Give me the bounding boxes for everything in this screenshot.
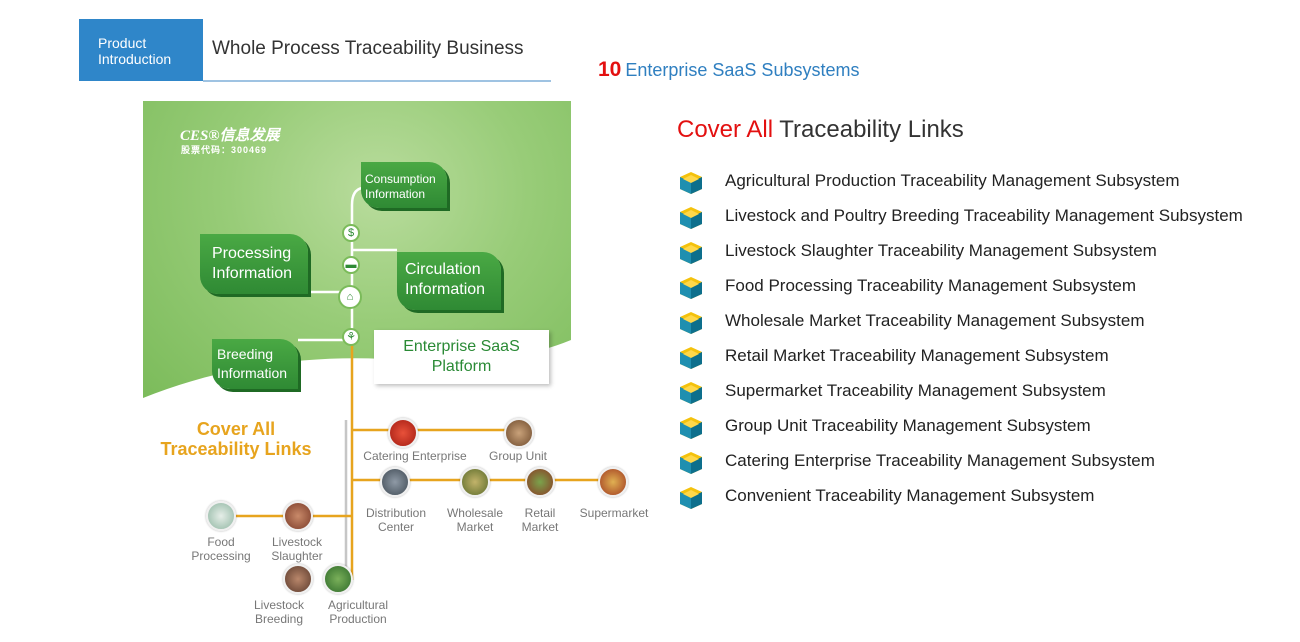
circulation-tag-line1: Circulation (405, 261, 481, 278)
wholesale-market-photo (460, 467, 490, 497)
consumption-information-tag: Consumption Information (361, 162, 447, 208)
livestock-breeding-label: Livestock Breeding (244, 598, 314, 626)
distribution-label-line1: Distribution (365, 506, 427, 520)
ces-logo: CES®信息发展 (180, 128, 280, 144)
platform-line2: Platform (431, 358, 492, 375)
platform-line1: Enterprise SaaS (403, 338, 520, 355)
subsystems-count: 10 (598, 58, 622, 81)
consumption-tag-line1: Consumption (365, 172, 436, 186)
consumption-tag-line2: Information (365, 187, 426, 201)
processing-tag-line2: Information (212, 265, 293, 282)
cover-caption-line2: Traceability Links (160, 439, 312, 459)
livestock-slaughter-photo (283, 501, 313, 531)
cube-bullet-icon (677, 380, 705, 406)
supermarket-photo (598, 467, 628, 497)
agri-label-line2: Production (329, 612, 387, 626)
group-unit-photo (504, 418, 534, 448)
livestock-breeding-photo (283, 564, 313, 594)
cover-all-links-caption: Cover All Traceability Links (156, 419, 316, 459)
cover-all-heading: Cover All Traceability Links (677, 116, 964, 144)
subsystem-name: Livestock Slaughter Traceability Managem… (725, 241, 1157, 260)
catering-enterprise-photo (388, 418, 418, 448)
heading-rest: Traceability Links (779, 116, 964, 143)
slaughter-label-line2: Slaughter (271, 549, 323, 563)
subsystem-name: Convenient Traceability Management Subsy… (725, 486, 1095, 505)
subsystem-name: Group Unit Traceability Management Subsy… (725, 416, 1091, 435)
food-processing-label-line2: Processing (191, 549, 251, 563)
cube-bullet-icon (677, 205, 705, 231)
agricultural-production-label: Agricultural Production (318, 598, 398, 626)
distribution-center-photo (380, 467, 410, 497)
subsystem-name: Catering Enterprise Traceability Managem… (725, 451, 1155, 470)
cube-bullet-icon (677, 275, 705, 301)
truck-icon: ▬ (342, 256, 360, 274)
circulation-information-tag: Circulation Information (397, 252, 501, 310)
subsystem-name: Agricultural Production Traceability Man… (725, 171, 1180, 190)
food-processing-label-line1: Food (207, 535, 235, 549)
cube-bullet-icon (677, 450, 705, 476)
subsystem-name: Retail Market Traceability Management Su… (725, 346, 1109, 365)
catering-enterprise-label: Catering Enterprise (363, 449, 467, 463)
traceability-diagram: CES®信息发展 股票代码：300469 $ ▬ ⌂ ⚘ Consumption… (143, 101, 649, 626)
slaughter-label-line1: Livestock (271, 535, 323, 549)
factory-icon: ⌂ (338, 285, 362, 309)
processing-information-tag: Processing Information (200, 234, 308, 294)
cube-bullet-icon (677, 170, 705, 196)
livestock-slaughter-label: Livestock Slaughter (262, 535, 332, 563)
processing-tag-line1: Processing (212, 245, 292, 262)
breeding-label-line1: Livestock (253, 598, 305, 612)
money-bag-icon: $ (342, 224, 360, 242)
heading-highlight: Cover All (677, 116, 774, 143)
breeding-tag-line2: Information (217, 365, 288, 381)
distribution-center-label: Distribution Center (356, 506, 436, 534)
food-processing-photo (206, 501, 236, 531)
distribution-label-line2: Center (377, 520, 415, 534)
subsystem-name: Wholesale Market Traceability Management… (725, 311, 1145, 330)
food-processing-label: Food Processing (186, 535, 256, 563)
cube-bullet-icon (677, 310, 705, 336)
cube-bullet-icon (677, 485, 705, 511)
cube-bullet-icon (677, 240, 705, 266)
sprout-icon: ⚘ (342, 328, 360, 346)
product-introduction-tab[interactable]: Product Introduction (79, 19, 203, 81)
enterprise-saas-platform-box: Enterprise SaaS Platform (374, 330, 549, 384)
page-title: Whole Process Traceability Business (212, 38, 524, 59)
breeding-information-tag: Breeding Information (212, 339, 298, 389)
cube-bullet-icon (677, 415, 705, 441)
breeding-tag-line1: Breeding (217, 346, 274, 362)
subsystems-label: Enterprise SaaS Subsystems (625, 60, 860, 80)
agri-label-line1: Agricultural (327, 598, 389, 612)
title-underline (203, 80, 551, 82)
retail-market-label: Retail Market (510, 506, 570, 534)
retail-market-photo (525, 467, 555, 497)
subsystem-name: Supermarket Traceability Management Subs… (725, 381, 1106, 400)
wholesale-market-label: Wholesale Market (440, 506, 510, 534)
cube-bullet-icon (677, 345, 705, 371)
supermarket-label: Supermarket (579, 506, 649, 520)
subsystem-name: Livestock and Poultry Breeding Traceabil… (725, 206, 1243, 225)
group-unit-label: Group Unit (488, 449, 548, 463)
stock-code: 股票代码：300469 (181, 145, 268, 155)
retail-label-line2: Market (521, 520, 559, 534)
cover-caption-line1: Cover All (196, 419, 276, 439)
retail-label-line1: Retail (524, 506, 556, 520)
subsystem-name: Food Processing Traceability Management … (725, 276, 1137, 295)
wholesale-label-line2: Market (456, 520, 494, 534)
breeding-label-line2: Breeding (254, 612, 304, 626)
agricultural-production-photo (323, 564, 353, 594)
circulation-tag-line2: Information (405, 281, 486, 298)
wholesale-label-line1: Wholesale (446, 506, 504, 520)
